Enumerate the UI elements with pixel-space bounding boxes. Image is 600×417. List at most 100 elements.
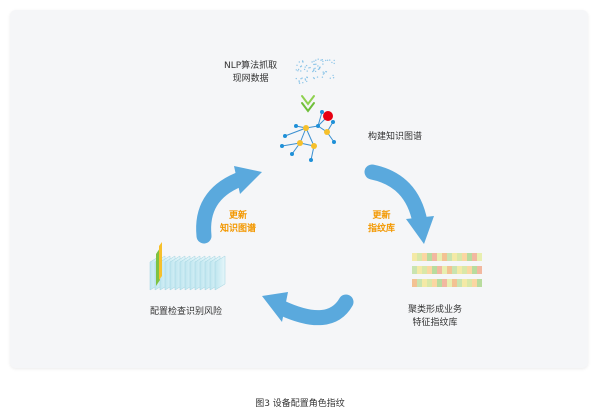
point-cloud-dot — [317, 68, 320, 71]
config-layer — [214, 255, 226, 291]
point-cloud-dot — [321, 59, 323, 61]
fingerprint-cell — [452, 253, 457, 261]
point-cloud-dot — [312, 69, 315, 72]
graph-node — [297, 140, 303, 146]
fingerprint-cell — [457, 266, 462, 274]
point-cloud-dot — [296, 64, 298, 67]
point-cloud-dot — [317, 58, 319, 60]
fingerprint-cell — [462, 266, 467, 274]
fingerprint-cell — [427, 279, 432, 287]
point-cloud-dot — [298, 81, 300, 83]
fingerprint-cell — [417, 266, 422, 274]
chevron-down-icon — [301, 95, 315, 113]
point-cloud-icon — [295, 58, 335, 85]
point-cloud-dot — [304, 66, 306, 68]
fingerprint-cell — [472, 279, 477, 287]
point-cloud-dot — [314, 70, 317, 73]
point-cloud-dot — [331, 61, 333, 64]
point-cloud-dot — [315, 63, 317, 65]
config-stack-icon — [149, 242, 226, 291]
point-cloud-dot — [303, 68, 306, 71]
point-cloud-dot — [313, 68, 315, 70]
update-fingerprint-line1: 更新 — [372, 211, 391, 221]
knowledge-graph-icon — [280, 110, 336, 162]
arrow-to-fingerprint — [364, 164, 434, 244]
point-cloud-dot — [322, 73, 325, 75]
point-cloud-dot — [309, 66, 311, 69]
fingerprint-cell — [472, 266, 477, 274]
fingerprint-cell — [442, 266, 447, 274]
fingerprint-cell — [452, 279, 457, 287]
point-cloud-dot — [319, 66, 321, 68]
point-cloud-dot — [306, 76, 308, 78]
arrow-to-config-check — [262, 292, 354, 326]
graph-edge — [281, 142, 301, 147]
point-cloud-dot — [297, 68, 300, 71]
point-cloud-dot — [333, 62, 335, 65]
point-cloud-dot — [302, 82, 304, 84]
graph-node — [309, 158, 313, 162]
cluster-label-line2: 特征指纹库 — [412, 318, 458, 328]
figure-caption: 图3 设备配置角色指纹 — [255, 399, 345, 409]
point-cloud-dot — [325, 70, 327, 73]
point-cloud-dot — [318, 68, 321, 70]
fingerprint-cell — [432, 279, 437, 287]
fingerprint-cell — [442, 279, 447, 287]
config-highlight — [159, 242, 162, 280]
point-cloud-dot — [295, 77, 297, 80]
point-cloud-dot — [313, 60, 315, 62]
point-cloud-dot — [329, 59, 331, 61]
update-graph-line1: 更新 — [229, 211, 248, 221]
fingerprint-cell — [432, 266, 437, 274]
graph-node — [280, 144, 284, 148]
fingerprint-cell — [427, 253, 432, 261]
point-cloud-dot — [326, 59, 329, 61]
fingerprint-cell — [437, 253, 442, 261]
graph-node — [331, 120, 335, 124]
config-check-label: 配置检查识别风险 — [150, 307, 223, 317]
fingerprint-cell — [447, 266, 452, 274]
fingerprint-cell — [442, 253, 447, 261]
graph-edge — [284, 127, 307, 137]
point-cloud-dot — [304, 79, 307, 81]
fingerprint-cell — [427, 266, 432, 274]
point-cloud-dot — [306, 70, 308, 72]
fingerprint-cell — [412, 279, 417, 287]
fingerprint-cell — [467, 253, 472, 261]
nlp-label-line2: 现网数据 — [232, 74, 269, 84]
graph-node — [320, 110, 324, 114]
graph-edge — [317, 111, 323, 127]
point-cloud-dot — [295, 69, 297, 71]
point-cloud-dot — [322, 60, 324, 63]
point-cloud-dot — [333, 59, 335, 62]
fingerprint-bars-icon — [412, 253, 482, 287]
point-cloud-dot — [300, 70, 302, 72]
point-cloud-dot — [323, 72, 325, 74]
cluster-label: 聚类形成业务 特征指纹库 — [408, 304, 462, 330]
point-cloud-dot — [325, 59, 327, 62]
fingerprint-cell — [422, 266, 427, 274]
fingerprint-cell — [477, 253, 482, 261]
graph-node — [303, 125, 309, 131]
update-graph-line2: 知识图谱 — [220, 224, 257, 234]
fingerprint-cell — [457, 279, 462, 287]
graph-node — [324, 129, 330, 135]
point-cloud-dot — [317, 65, 319, 67]
fingerprint-cell — [422, 279, 427, 287]
point-cloud-dot — [306, 80, 308, 83]
fingerprint-cell — [412, 266, 417, 274]
point-cloud-dot — [312, 70, 314, 73]
point-cloud-dot — [314, 63, 316, 66]
graph-node — [323, 111, 333, 121]
graph-node — [332, 140, 336, 144]
graph-node — [294, 124, 298, 128]
point-cloud-dot — [308, 67, 310, 69]
fingerprint-cell — [457, 253, 462, 261]
point-cloud-dot — [313, 77, 315, 80]
graph-edge — [305, 127, 315, 147]
point-cloud-dot — [300, 78, 302, 80]
update-fingerprint-line2: 指纹库 — [368, 224, 396, 234]
graph-node — [316, 124, 320, 128]
arrow-to-graph — [196, 166, 262, 244]
fingerprint-cell — [467, 279, 472, 287]
